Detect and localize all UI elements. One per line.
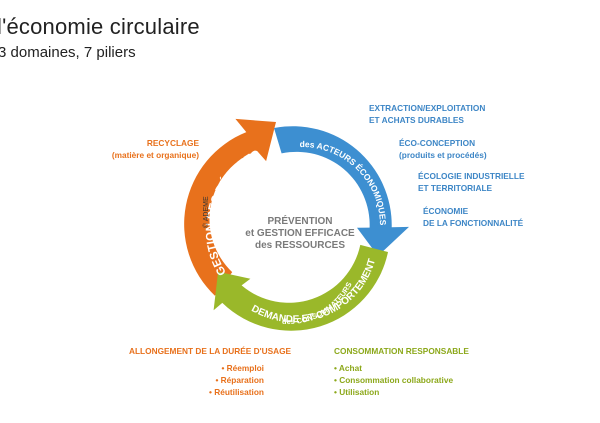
center-line-2: et GESTION EFFICACE xyxy=(245,228,355,239)
center-line-3: des RESSOURCES xyxy=(255,240,345,251)
ademe-credit: © ADEME xyxy=(203,196,210,228)
pillar-extraction-line1: EXTRACTION/EXPLOITATION xyxy=(369,103,486,113)
list-item: • Réutilisation xyxy=(209,387,264,397)
consommation-list: • Achat • Consommation collaborative • U… xyxy=(334,362,453,398)
pillar-ecologie-industrielle: ÉCOLOGIE INDUSTRIELLE ET TERRITORIALE xyxy=(418,170,524,194)
page-subtitle: 3 domaines, 7 piliers xyxy=(0,44,136,61)
consommation-title: CONSOMMATION RESPONSABLE xyxy=(334,346,469,356)
allongement-title: ALLONGEMENT DE LA DURÉE D'USAGE xyxy=(129,346,292,356)
list-item: • Consommation collaborative xyxy=(334,375,454,385)
offer-arrow xyxy=(274,126,409,256)
pillar-ecologie-line1: ÉCOLOGIE INDUSTRIELLE xyxy=(418,171,525,181)
list-item: • Réparation xyxy=(215,375,264,385)
pillar-extraction: EXTRACTION/EXPLOITATION ET ACHATS DURABL… xyxy=(369,102,485,126)
pillar-fonctionnalite-line2: DE LA FONCTIONNALITÉ xyxy=(423,218,524,228)
pillar-ecologie-line2: ET TERRITORIALE xyxy=(418,183,493,193)
recyclage-title: RECYCLAGE xyxy=(146,138,199,148)
pillar-ecoconception: ÉCO-CONCEPTION (produits et procédés) xyxy=(399,137,487,161)
list-item: • Réemploi xyxy=(221,363,264,373)
waste-arrow xyxy=(184,118,276,296)
pillar-fonctionnalite-line1: ÉCONOMIE xyxy=(423,206,469,216)
demand-arrow xyxy=(213,244,388,331)
allongement-list: • Réemploi • Réparation • Réutilisation xyxy=(209,362,264,398)
pillar-fonctionnalite: ÉCONOMIE DE LA FONCTIONNALITÉ xyxy=(423,205,523,229)
pillar-extraction-line2: ET ACHATS DURABLES xyxy=(369,115,464,125)
recyclage-label: RECYCLAGE (matière et organique) xyxy=(112,137,199,161)
page-title: l'économie circulaire xyxy=(0,14,200,39)
list-item: • Achat xyxy=(334,363,362,373)
center-line-1: PRÉVENTION xyxy=(267,214,332,227)
pillar-ecoconception-line2: (produits et procédés) xyxy=(399,150,487,160)
pillar-ecoconception-line1: ÉCO-CONCEPTION xyxy=(399,138,476,148)
recyclage-subtitle: (matière et organique) xyxy=(111,150,199,160)
list-item: • Utilisation xyxy=(334,387,380,397)
